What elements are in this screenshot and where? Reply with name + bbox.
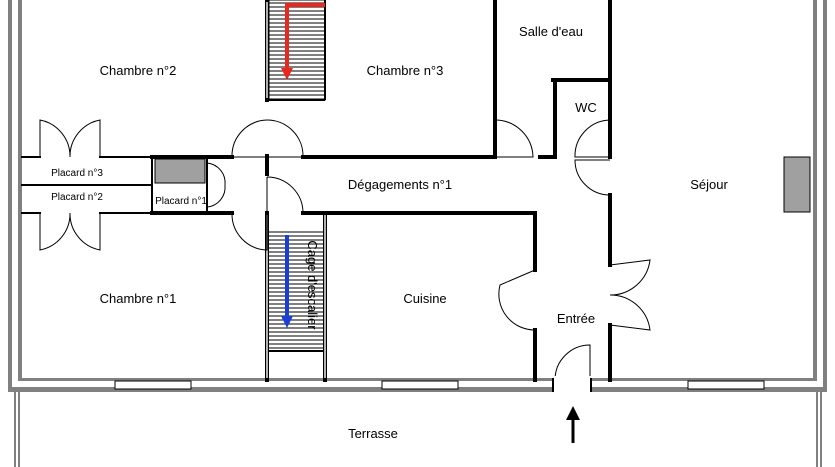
window-cuisine [381, 380, 459, 390]
exterior-wall-inner [12, 0, 823, 387]
label-terrasse: Terrasse [348, 426, 398, 441]
staircase-bottom [269, 230, 323, 350]
label-placard1: Placard n°1 [155, 196, 207, 207]
label-placard2: Placard n°2 [51, 192, 103, 203]
exterior-walls [8, 0, 827, 392]
placard-box [154, 158, 206, 184]
entrance-arrow [566, 406, 580, 443]
label-wc: WC [575, 100, 597, 115]
terrasse-outline [14, 392, 822, 467]
window-sejour [687, 380, 765, 390]
windows [114, 380, 765, 390]
label-entree: Entrée [557, 311, 595, 326]
label-degagements: Dégagements n°1 [348, 177, 452, 192]
label-placard3: Placard n°3 [51, 168, 103, 179]
label-cuisine: Cuisine [403, 291, 446, 306]
label-chambre1: Chambre n°1 [100, 291, 177, 306]
label-chambre3: Chambre n°3 [367, 63, 444, 78]
stair-up-arrow [281, 3, 325, 80]
staircase-top [267, 0, 326, 101]
stair-down-arrow [281, 235, 293, 328]
label-chambre2: Chambre n°2 [100, 63, 177, 78]
doors [39, 119, 651, 381]
label-cage-escalier: Cage d'escalier [305, 240, 320, 330]
window-chambre1 [114, 380, 192, 390]
label-salle-eau: Salle d'eau [519, 24, 583, 39]
label-sejour: Séjour [690, 177, 728, 192]
fireplace [783, 156, 811, 213]
